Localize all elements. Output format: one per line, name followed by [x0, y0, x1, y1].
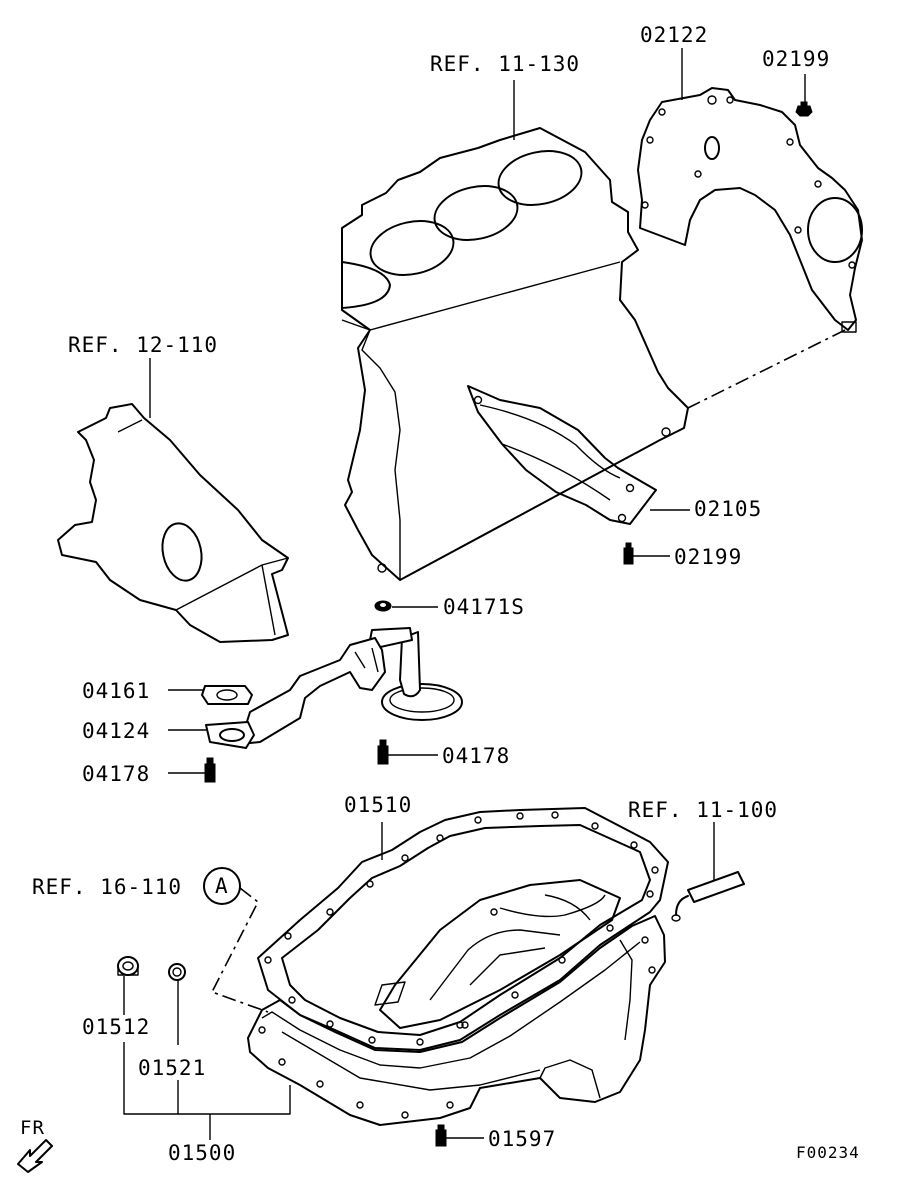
label-02122: 02122	[640, 23, 708, 47]
label-01521: 01521	[138, 1056, 206, 1080]
gasket-04161	[201, 685, 253, 705]
figure-id: F00234	[796, 1143, 860, 1162]
label-02199-mid: 02199	[674, 545, 742, 569]
bolt-04178-left	[204, 757, 216, 783]
label-ref-16-110: REF. 16-110	[32, 875, 182, 899]
dipstick-tube	[671, 871, 745, 922]
bolt-01597	[435, 1124, 447, 1147]
drain-plug-01512	[117, 956, 139, 976]
bolt-04178-right	[377, 739, 389, 765]
label-04171s: 04171S	[443, 595, 525, 619]
engine-block	[341, 127, 689, 581]
bolt-02199-mid	[623, 542, 634, 565]
bolt-02199-top	[795, 101, 813, 117]
rear-plate	[637, 87, 863, 333]
label-01510: 01510	[344, 793, 412, 817]
label-ref-12-110: REF. 12-110	[68, 333, 218, 357]
callout-a-circle	[203, 867, 241, 905]
front-case	[57, 403, 289, 643]
label-01597: 01597	[488, 1127, 556, 1151]
lower-oil-pan	[247, 915, 666, 1126]
label-04161: 04161	[82, 679, 150, 703]
oil-strainer	[205, 627, 463, 749]
upper-oil-pan	[257, 807, 669, 1051]
callout-a-line	[210, 887, 269, 1013]
label-04124: 04124	[82, 719, 150, 743]
label-ref-11-100: REF. 11-100	[628, 798, 778, 822]
gasket-01521	[168, 963, 186, 981]
part-labels: REF. 11-130 02122 02199 REF. 12-110 0210…	[20, 23, 860, 1165]
label-04178-left: 04178	[82, 762, 150, 786]
label-04178-right: 04178	[442, 744, 510, 768]
label-fr: FR	[20, 1117, 45, 1139]
leader-lines	[123, 48, 806, 1140]
plate-alignment-line	[687, 329, 846, 409]
label-02105: 02105	[694, 497, 762, 521]
front-direction-arrow-icon	[17, 1139, 53, 1173]
label-ref-11-130: REF. 11-130	[430, 52, 580, 76]
label-01512: 01512	[82, 1015, 150, 1039]
label-callout-a: A	[215, 874, 229, 898]
label-01500: 01500	[168, 1141, 236, 1165]
cover-plate-02105	[467, 385, 657, 525]
oring-04171s	[374, 600, 392, 612]
label-02199-top: 02199	[762, 47, 830, 71]
